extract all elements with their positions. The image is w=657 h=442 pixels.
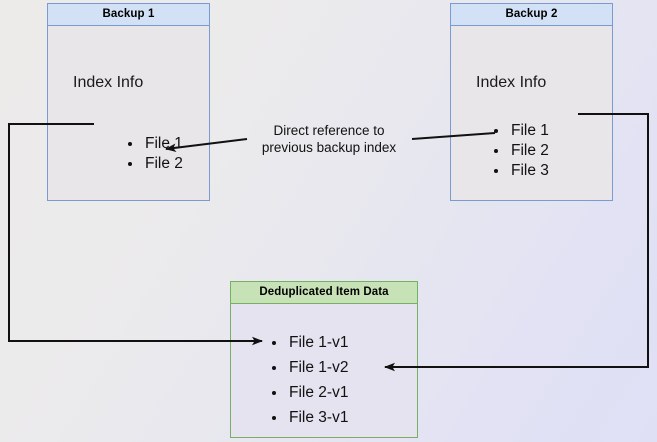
list-item: File 2-v1 [287, 380, 348, 405]
node-backup-2-body: Index Info File 1 File 2 File 3 [451, 26, 612, 200]
dedup-file-list: File 1-v1 File 1-v2 File 2-v1 File 3-v1 [271, 330, 348, 430]
node-backup-2-header: Backup 2 [451, 4, 612, 26]
list-item: File 3-v1 [287, 405, 348, 430]
direct-reference-annotation: Direct reference to previous backup inde… [249, 122, 409, 156]
node-dedup-header: Deduplicated Item Data [231, 282, 417, 304]
backup-1-file-list: File 1 File 2 [127, 134, 183, 174]
backup-2-file-list: File 1 File 2 File 3 [493, 121, 549, 181]
node-backup-1-header: Backup 1 [48, 4, 209, 26]
list-item: File 3 [509, 161, 549, 181]
direct-reference-line-1: Direct reference to [273, 123, 385, 138]
node-dedup-body: File 1-v1 File 1-v2 File 2-v1 File 3-v1 [231, 304, 417, 437]
backup-2-index-info-label: Index Info [476, 74, 547, 91]
node-deduplicated-item-data[interactable]: Deduplicated Item Data File 1-v1 File 1-… [230, 281, 418, 438]
node-backup-1-body: Index Info File 1 File 2 [48, 26, 209, 200]
node-backup-1[interactable]: Backup 1 Index Info File 1 File 2 [47, 3, 210, 201]
backup-1-index-info-label: Index Info [73, 74, 144, 91]
node-backup-2[interactable]: Backup 2 Index Info File 1 File 2 File 3 [450, 3, 613, 201]
list-item: File 1-v1 [287, 330, 348, 355]
list-item: File 1 [509, 121, 549, 141]
list-item: File 2 [143, 154, 183, 174]
list-item: File 2 [509, 141, 549, 161]
direct-reference-line-2: previous backup index [261, 140, 397, 155]
list-item: File 1-v2 [287, 355, 348, 380]
list-item: File 1 [143, 134, 183, 154]
